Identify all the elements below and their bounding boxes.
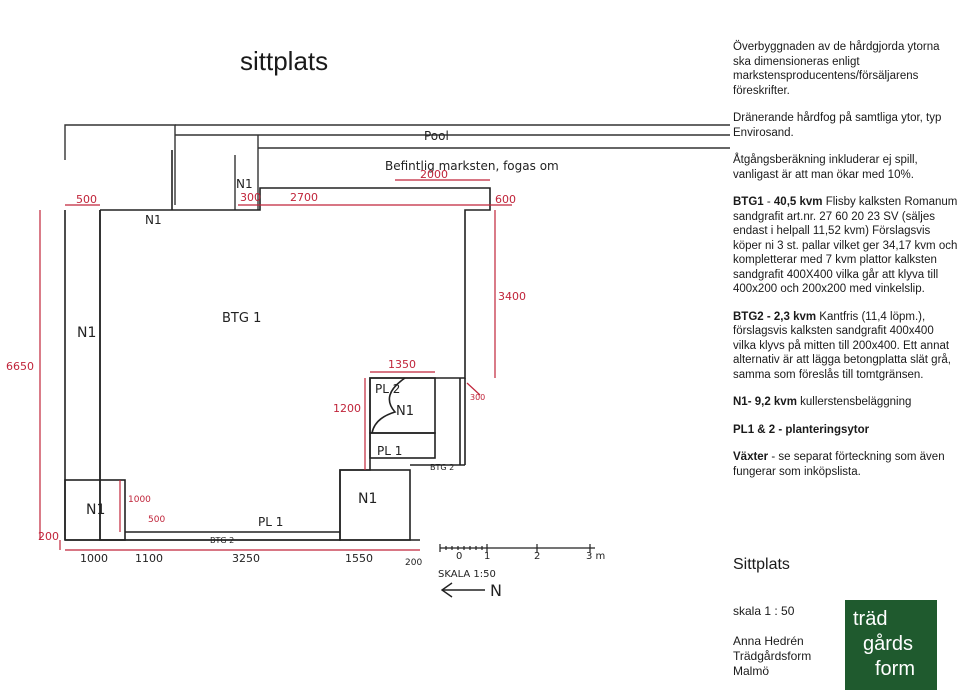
n1-bottom-mid-label: N1 — [358, 491, 377, 507]
note-drainage: Dränerande hårdfog på samtliga ytor, typ… — [733, 112, 942, 139]
n1-text: kullerstensbeläggning — [796, 396, 912, 408]
north-arrow-icon — [440, 582, 485, 598]
scale-tick-2: 2 — [534, 551, 540, 562]
dim-2700: 2700 — [290, 191, 318, 204]
notes-panel: Överbyggnaden av de hårdgjorda ytorna sk… — [733, 40, 958, 492]
dim-3250: 3250 — [232, 552, 260, 565]
dim-200: 200 — [405, 558, 422, 568]
dimension-texts: 500 300 2700 2000 600 3400 6650 1350 120… — [6, 168, 526, 568]
note-construction: Överbyggnaden av de hårdgjorda ytorna sk… — [733, 41, 940, 97]
n1-heading: N1- 9,2 kvm — [733, 396, 797, 408]
dim-1200: 1200 — [333, 402, 361, 415]
dim-600: 600 — [495, 193, 516, 206]
note-vaxter: Växter - se separat förteckning som även… — [733, 450, 958, 479]
author-company: Trädgårdsform — [733, 649, 812, 663]
note-btg2: BTG2 - 2,3 kvm Kantfris (11,4 löpm.), fö… — [733, 310, 958, 383]
author-city: Malmö — [733, 664, 770, 678]
north-label: N — [490, 581, 502, 600]
existing-paving-label: Befintlig marksten, fogas om — [385, 159, 559, 173]
pl1-bottom-label: PL 1 — [258, 515, 283, 529]
scale-tick-1: 1 — [484, 551, 490, 562]
author-block: Anna Hedrén Trädgårdsform Malmö — [733, 634, 811, 679]
dim-6650: 6650 — [6, 360, 34, 373]
dim-300-right: 300 — [470, 393, 485, 402]
vaxter-heading: Växter — [733, 451, 769, 463]
vaxter-text: - se separat förteckning som även funger… — [733, 451, 945, 478]
note-btg1: BTG1 - 40,5 kvm Flisby kalksten Romanum … — [733, 195, 958, 297]
btg1-sep: - — [763, 196, 774, 208]
btg2-text: Kantfris (11,4 löpm.), förslagsvis kalks… — [733, 310, 952, 381]
note-pl: PL1 & 2 - planteringsytor — [733, 423, 958, 438]
pl-heading: PL1 & 2 - planteringsytor — [733, 423, 870, 436]
tradgardsform-logo: träd gårds form — [845, 600, 937, 690]
btg2-right-label: BTG 2 — [430, 463, 454, 472]
btg1-label: BTG 1 — [222, 311, 261, 326]
scale-tick-0: 0 — [456, 551, 462, 562]
pool-area — [64, 124, 730, 210]
dim-3400: 3400 — [498, 290, 526, 303]
dim-1000-vertical: 1000 — [128, 495, 151, 505]
btg1-heading: BTG1 — [733, 196, 764, 208]
site-plan: Pool Befintlig marksten, fogas om N1 N1 … — [6, 124, 730, 600]
dim-300-top: 300 — [240, 191, 261, 204]
pl2-label: PL 2 — [375, 382, 400, 396]
n1-left-label: N1 — [77, 325, 96, 341]
btg2-bottom-label: BTG 2 — [210, 536, 234, 545]
dim-1350: 1350 — [388, 358, 416, 371]
note-calculation: Åtgångsberäkning inkluderar ej spill, va… — [733, 154, 918, 181]
dim-1550: 1550 — [345, 552, 373, 565]
n1-mid-label: N1 — [396, 404, 414, 419]
subtitle: Sittplats — [733, 556, 790, 573]
dim-500-vertical: 500 — [148, 515, 165, 525]
pl1-mid-label: PL 1 — [377, 444, 402, 458]
scale-bar — [439, 544, 595, 552]
pool-label: Pool — [424, 129, 449, 143]
btg2-heading: BTG2 - 2,3 kvm — [733, 310, 817, 323]
n1-topbar-label: N1 — [145, 213, 162, 227]
scale-text: skala 1 : 50 — [733, 604, 795, 618]
n1-top-label: N1 — [236, 177, 253, 191]
dim-1000: 1000 — [80, 552, 108, 565]
patio-outline — [64, 150, 491, 541]
dim-2000: 2000 — [420, 168, 448, 181]
logo-line2: gårds — [863, 633, 914, 655]
scale-label: SKALA 1:50 — [438, 569, 496, 580]
scale-tick-3: 3 m — [586, 551, 605, 562]
logo-line1: träd — [853, 608, 888, 630]
btg1-text: Flisby kalksten Romanum sandgrafit art.n… — [733, 196, 958, 295]
btg1-area: 40,5 kvm — [773, 196, 823, 208]
dim-200-left: 200 — [38, 530, 59, 543]
n1-bottom-left-label: N1 — [86, 502, 105, 518]
page-title: sittplats — [240, 46, 329, 76]
author-name: Anna Hedrén — [733, 634, 804, 648]
dim-500-top: 500 — [76, 193, 97, 206]
dim-1100: 1100 — [135, 552, 163, 565]
note-n1: N1- 9,2 kvm kullerstensbeläggning — [733, 395, 958, 410]
dimension-lines — [39, 179, 512, 551]
logo-line3: form — [875, 658, 915, 680]
